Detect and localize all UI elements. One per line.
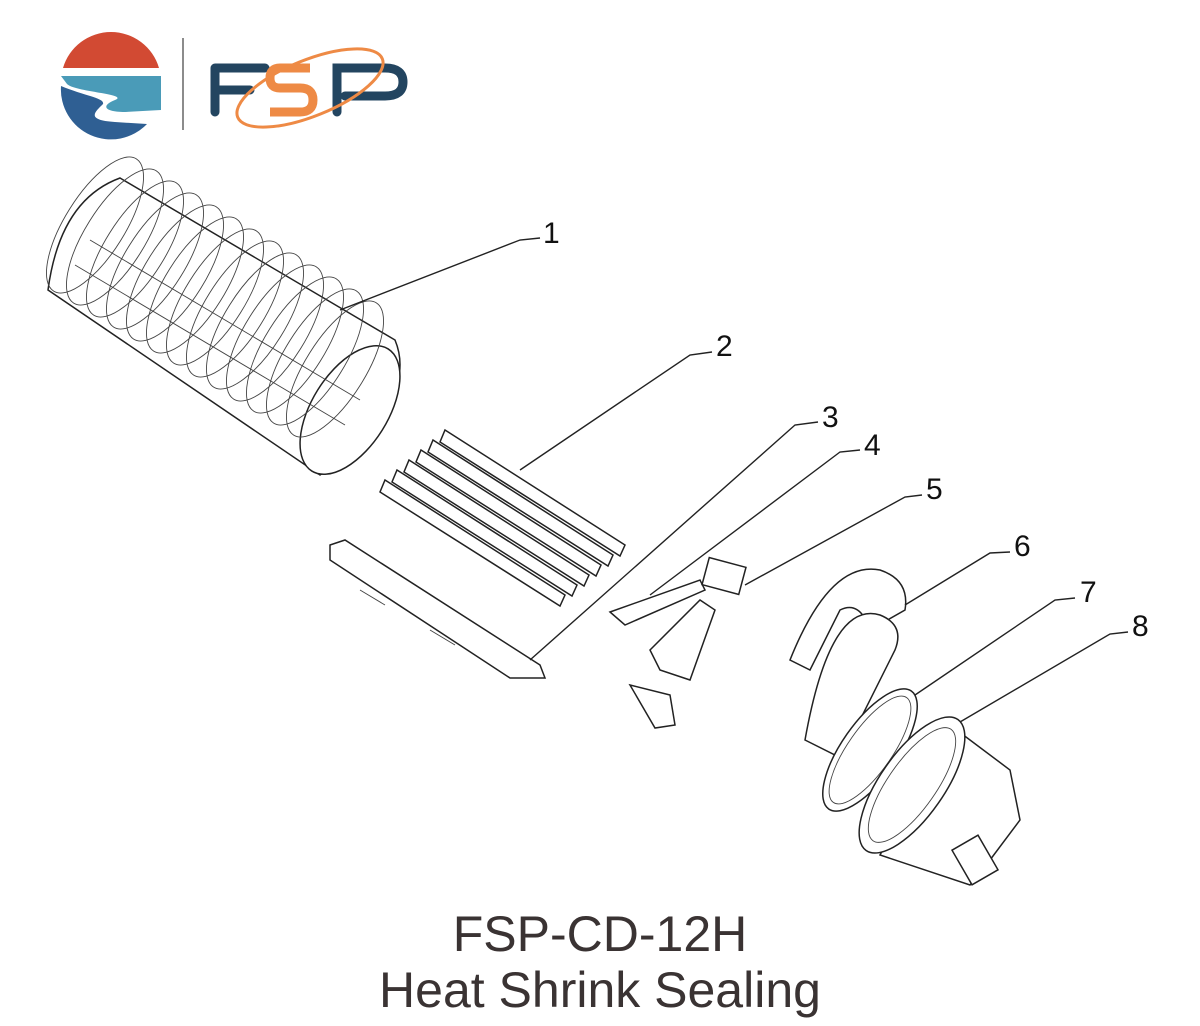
dome-rib [246, 276, 344, 414]
dome-rib [286, 300, 384, 438]
dome-rib [146, 216, 244, 354]
logo-wordmark [210, 47, 408, 129]
model-title: FSP-CD-12H [452, 906, 748, 962]
dome-rib [126, 204, 224, 342]
callout-3: 3 [822, 401, 839, 434]
dome-rib [266, 288, 364, 426]
fsp-logo [60, 31, 408, 140]
callouts: 1 2 3 4 5 6 7 8 [339, 217, 1149, 723]
splice-tray [379, 478, 566, 608]
dome-rib [166, 228, 264, 366]
part-4-bracket [608, 579, 716, 729]
callout-4: 4 [864, 429, 881, 462]
part-8-base [858, 716, 1021, 886]
dome-rib [206, 252, 304, 390]
dome-rib [86, 180, 184, 318]
part-6-clamp-ring [789, 568, 907, 756]
callout-5: 5 [926, 473, 943, 506]
model-subtitle: Heat Shrink Sealing [379, 962, 821, 1018]
splice-tray [403, 458, 590, 588]
dome-rib [66, 168, 164, 306]
dome-rib [186, 240, 284, 378]
part-2-splice-trays [379, 428, 626, 608]
dome-rib [106, 192, 204, 330]
dome-rib [226, 264, 324, 402]
dome-rib [46, 156, 144, 294]
splice-tray [427, 438, 614, 568]
callout-6: 6 [1014, 530, 1031, 563]
part-1-dome-cover [46, 156, 401, 476]
splice-tray [439, 428, 626, 558]
callout-8: 8 [1132, 610, 1149, 643]
callout-1: 1 [543, 217, 560, 250]
logo-emblem-icon [60, 31, 161, 140]
splice-tray [391, 468, 578, 598]
part-5-clamp [701, 556, 747, 596]
part-3-base-plate [329, 539, 547, 679]
splice-tray [415, 448, 602, 578]
callout-7: 7 [1080, 576, 1097, 609]
callout-2: 2 [716, 330, 733, 363]
